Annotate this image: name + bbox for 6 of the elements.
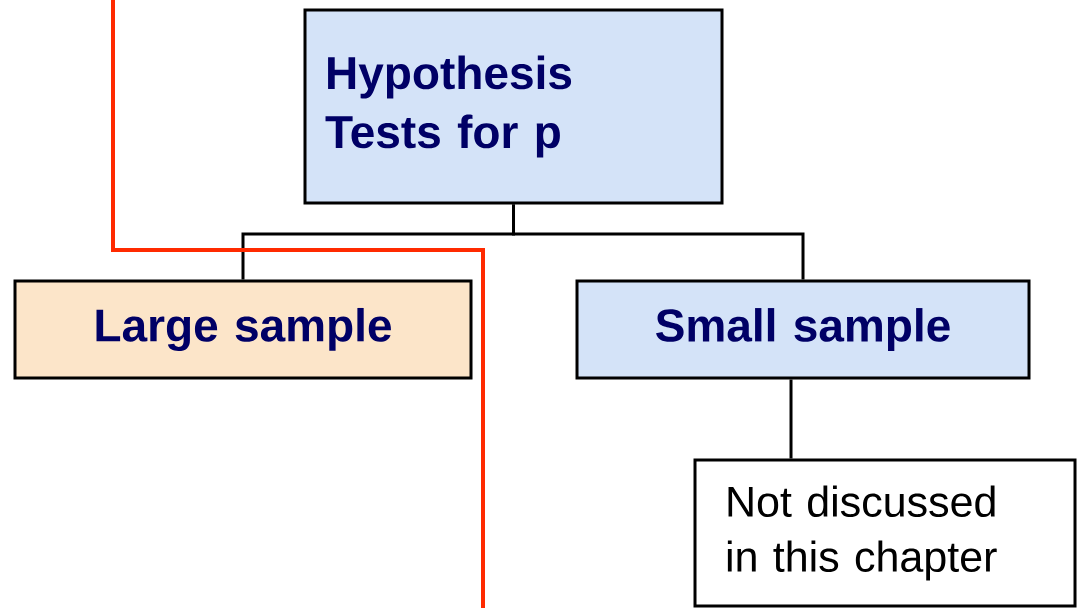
category-box: Small sample xyxy=(575,279,1031,380)
note-box: Not discussed in this chapter xyxy=(693,458,1077,608)
category-box: Large sample xyxy=(13,279,473,380)
decision-box: Hypothesis Tests for p xyxy=(303,8,724,205)
connector-line xyxy=(512,204,805,280)
connector-line xyxy=(789,379,793,459)
